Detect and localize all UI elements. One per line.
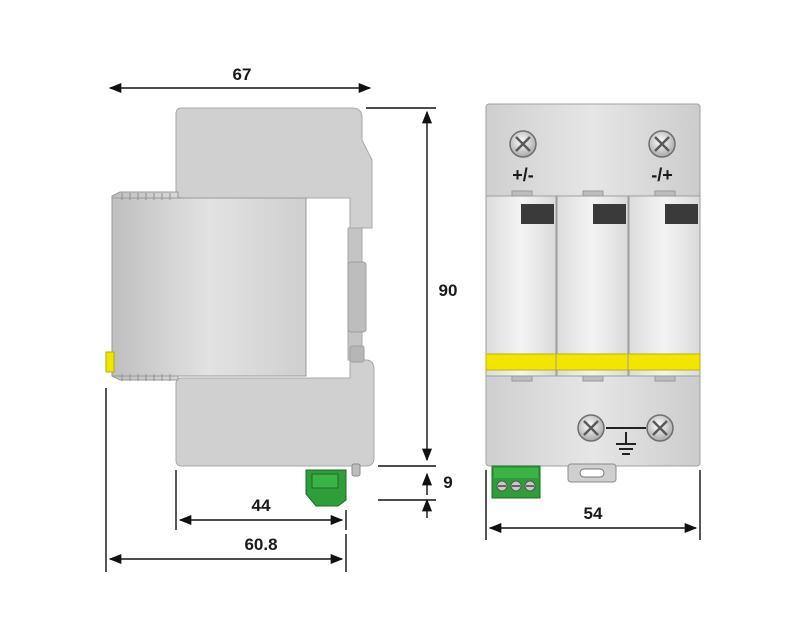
dim-width-front: 54 xyxy=(584,504,603,523)
module-1 xyxy=(485,195,557,377)
side-terminal-block xyxy=(305,463,361,507)
side-yellow-indicator xyxy=(105,351,115,373)
front-view: +/- -/+ xyxy=(485,103,701,499)
screw-icon xyxy=(509,130,537,158)
dim-depth-total: 60.8 xyxy=(244,535,277,554)
mounting-tab xyxy=(567,463,617,483)
front-terminal-block xyxy=(491,465,541,499)
front-modules xyxy=(485,190,701,382)
dimension-lines xyxy=(105,82,701,572)
grip-ribs-top xyxy=(121,193,171,200)
dim-height-main: 90 xyxy=(439,281,458,300)
side-module-face xyxy=(111,197,307,377)
status-window-2 xyxy=(593,204,626,224)
side-view xyxy=(105,107,375,507)
pole-label-right: -/+ xyxy=(651,165,673,185)
screw-icon xyxy=(648,130,676,158)
indicator-stripe xyxy=(485,353,701,371)
grip-ribs-bottom xyxy=(121,374,171,381)
ground-symbol-icon xyxy=(606,427,646,455)
module-3 xyxy=(628,195,701,377)
pole-label-left: +/- xyxy=(512,165,534,185)
status-window-1 xyxy=(521,204,554,224)
status-window-3 xyxy=(665,204,698,224)
screw-icon xyxy=(646,414,674,442)
side-housing-lower xyxy=(175,359,375,467)
dim-depth-inner: 44 xyxy=(252,496,271,515)
dim-width-top: 67 xyxy=(233,65,252,84)
dim-height-terminal: 9 xyxy=(443,473,452,492)
din-clip-tab-upper xyxy=(347,261,367,333)
din-clip-tab-lower xyxy=(349,345,365,363)
screw-icon xyxy=(577,414,605,442)
